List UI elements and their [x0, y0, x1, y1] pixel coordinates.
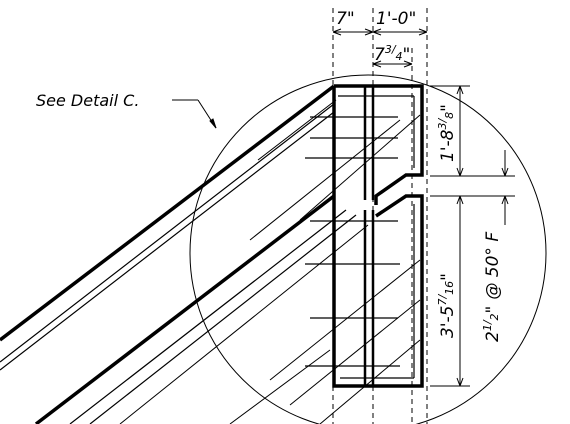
- upper-section: [332, 84, 424, 205]
- dim-upper-height: 1'-83/8": [436, 104, 458, 162]
- top-dimension-lines: [332, 28, 428, 68]
- dim-lower-offset: 21/2"@ 50° F: [481, 232, 503, 342]
- callout-label: See Detail C.: [36, 91, 139, 110]
- dim-top-left: 7": [336, 9, 355, 29]
- right-dimension-lines: [430, 85, 515, 387]
- dim-top-inner: 73/4": [374, 43, 410, 65]
- upper-beam: [0, 84, 421, 371]
- reference-lines: [332, 8, 428, 424]
- lower-section: [332, 194, 424, 388]
- lower-beam: [34, 194, 421, 424]
- detail-circle: [189, 74, 547, 424]
- dim-top-right: 1'-0": [376, 9, 416, 29]
- callout-leader: [172, 99, 217, 129]
- dim-lower-height: 3'-57/16": [436, 273, 458, 338]
- rebar-ties: [305, 116, 400, 367]
